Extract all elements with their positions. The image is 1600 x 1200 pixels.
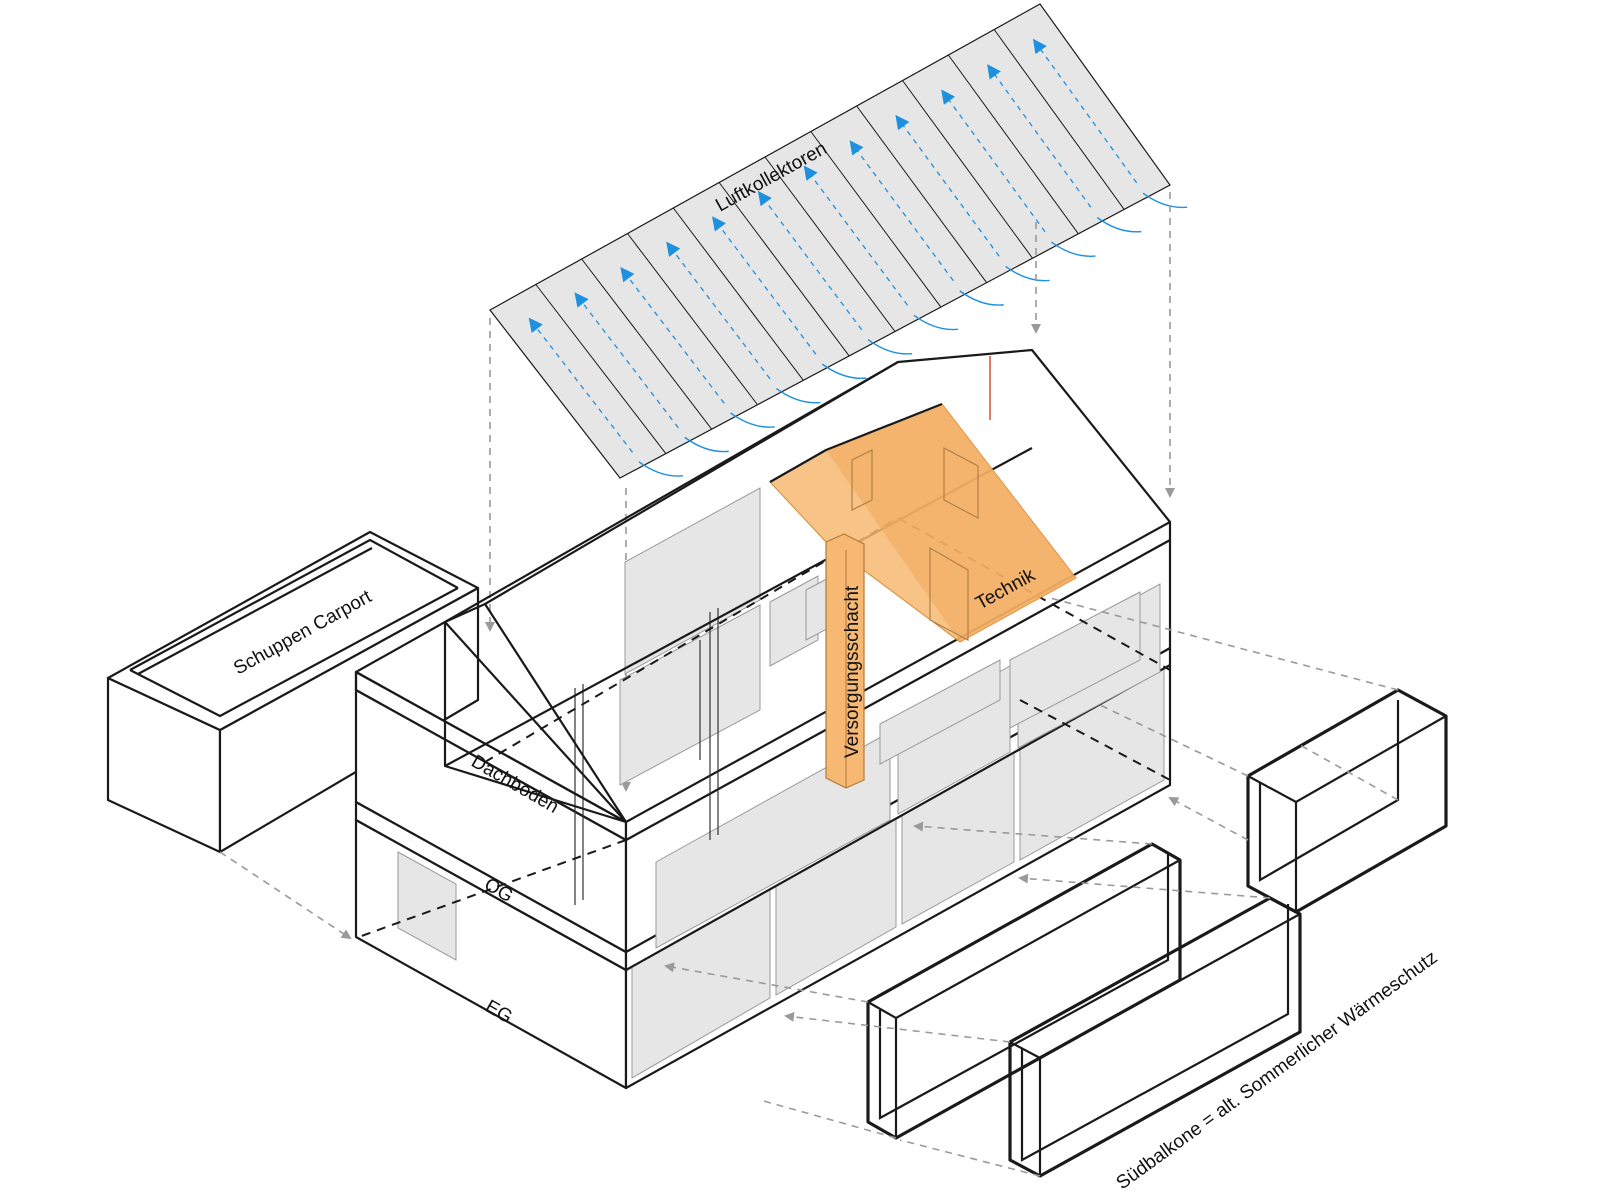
projection-line [899,1139,1041,1177]
airflow-arrow-icon [528,317,634,453]
balcony-box-upper [1246,688,1448,914]
air-intake-arc [821,363,867,380]
airflow-arrow-icon [849,140,954,282]
air-intake-arc [1096,217,1142,233]
airflow-arrow-icon [1032,38,1138,184]
air-intake-arc [913,314,958,331]
air-intake-arc [867,339,913,355]
airflow-arrows [528,38,1138,453]
air-intake-arc [730,412,775,428]
projection-line [759,1099,897,1139]
collector-divider [764,156,896,332]
collector-divider [856,105,988,283]
arrow-left-icon [1168,797,1249,841]
arrow-right-icon [219,851,352,940]
collector-divider [535,284,667,454]
air-intake-arc [1051,241,1096,257]
supply-shaft: Versorgungsschacht [825,533,865,789]
airflow-arrow-icon [666,241,771,380]
airflow-arrow-icon [803,165,909,306]
air-intake-arc [638,461,683,477]
south-balconies-label: Südbalkone = alt. Sommerlicher Wärmeschu… [1113,947,1442,1194]
air-intake-arc [776,387,821,404]
projection-line [1099,704,1249,777]
collector-divider [581,258,713,430]
airflow-arrow-icon [574,292,679,429]
airflow-arrow-icon [712,216,817,355]
airflow-arrow-icon [895,114,1000,257]
collector-divider [627,233,758,406]
projection-line [1299,744,1399,801]
interior-walls [574,487,1141,905]
air-intake-arcs [638,192,1188,477]
airflow-arrow-icon [941,89,1046,233]
projection-line [1049,597,1399,691]
airflow-arrow-icon [757,190,863,331]
collector-strips [535,29,1125,454]
technik-volume: Technik [769,402,1077,643]
collector-divider [718,182,850,357]
air-collector-panel: Luftkollektoren [489,3,1188,479]
arrow-left-icon [913,821,1153,845]
collector-divider [810,131,942,308]
shed-carport: Schuppen Carport [106,530,480,854]
air-intake-arc [1005,265,1050,282]
airflow-arrow-icon [620,266,725,404]
arrow-left-icon [784,1011,1011,1043]
main-building: Technik Versorgungsschacht Dachboden OG … [354,348,1172,1090]
arrow-left-icon [1018,873,1271,899]
air-intake-arc [1142,192,1188,209]
supply-shaft-label: Versorgungsschacht [842,585,863,758]
collector-divider [902,80,1033,259]
airflow-arrow-icon [987,64,1092,208]
collector-divider [947,54,1079,235]
collector-divider [672,207,804,381]
arrow-left-icon [664,962,869,1003]
balcony-box-front [1008,896,1302,1178]
air-intake-arc [684,436,729,453]
collector-divider [993,29,1125,210]
air-intake-arc [959,290,1004,306]
